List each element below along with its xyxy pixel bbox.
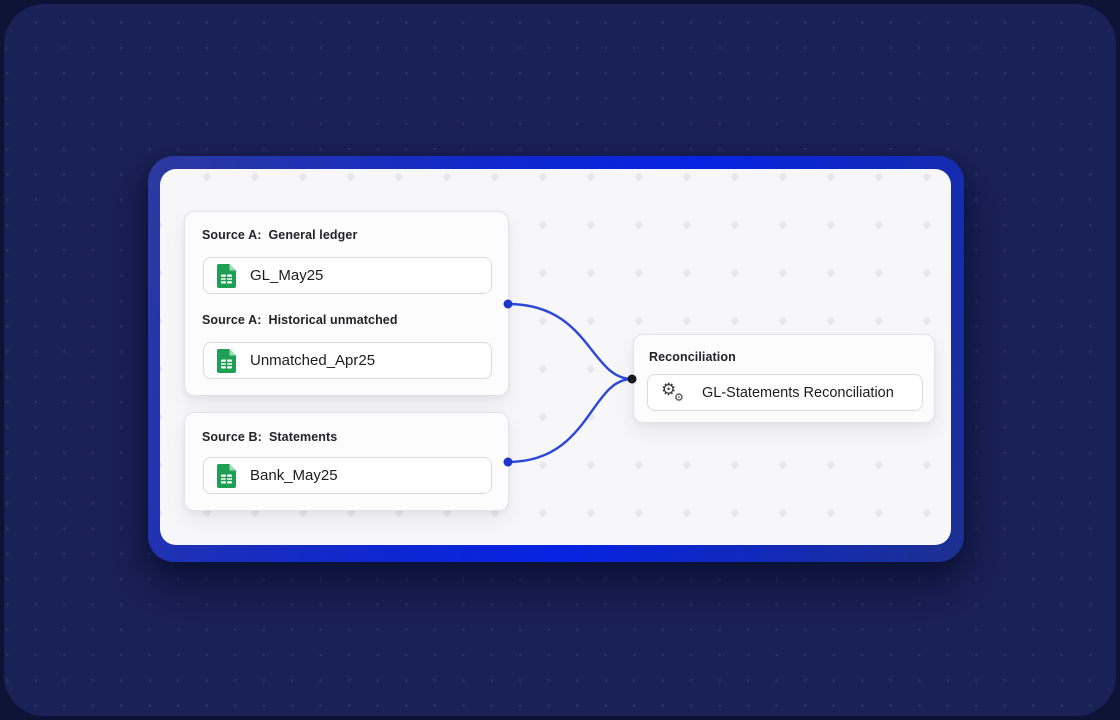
file-name: GL_May25 xyxy=(250,267,324,284)
input-port-reconciliation[interactable] xyxy=(627,374,637,384)
source-a-label-2: Source A: Historical unmatched xyxy=(202,313,398,327)
source-b-label-prefix: Source B: xyxy=(202,430,262,444)
reconciliation-name: GL-Statements Reconciliation xyxy=(702,384,894,401)
node-source-a[interactable]: Source A: General ledger GL_May25 Source… xyxy=(184,211,509,396)
file-name: Bank_May25 xyxy=(250,467,338,484)
spreadsheet-icon xyxy=(217,348,236,373)
reconciliation-label: Reconciliation xyxy=(649,350,736,364)
file-chip-bank-may25[interactable]: Bank_May25 xyxy=(203,457,492,494)
output-port-source-a[interactable] xyxy=(503,299,513,309)
gears-icon: ⚙ ⚙ xyxy=(661,379,684,404)
file-chip-gl-may25[interactable]: GL_May25 xyxy=(203,257,492,294)
wire-source-a-to-reconciliation xyxy=(507,302,633,381)
node-source-b[interactable]: Source B: Statements Bank_May25 xyxy=(184,412,509,511)
wire-source-b-to-reconciliation xyxy=(507,377,633,464)
node-reconciliation[interactable]: Reconciliation ⚙ ⚙ GL-Statements Reconci… xyxy=(633,334,935,423)
file-name: Unmatched_Apr25 xyxy=(250,352,376,369)
file-chip-unmatched-apr25[interactable]: Unmatched_Apr25 xyxy=(203,342,492,379)
source-a-label-2-prefix: Source A: xyxy=(202,313,262,327)
source-a-label-1-prefix: Source A: xyxy=(202,228,262,242)
source-b-label: Source B: Statements xyxy=(202,430,337,444)
output-port-source-b[interactable] xyxy=(503,457,513,467)
spreadsheet-icon xyxy=(217,463,236,488)
workflow-frame: Source A: General ledger GL_May25 Source… xyxy=(148,156,964,562)
workflow-canvas: Source A: General ledger GL_May25 Source… xyxy=(160,169,951,545)
spreadsheet-icon xyxy=(217,263,236,288)
source-a-label-2-name: Historical unmatched xyxy=(268,313,398,327)
source-a-label-1: Source A: General ledger xyxy=(202,228,357,242)
source-a-label-1-name: General ledger xyxy=(268,228,358,242)
source-b-label-name: Statements xyxy=(268,430,338,444)
reconciliation-chip[interactable]: ⚙ ⚙ GL-Statements Reconciliation xyxy=(647,374,923,411)
